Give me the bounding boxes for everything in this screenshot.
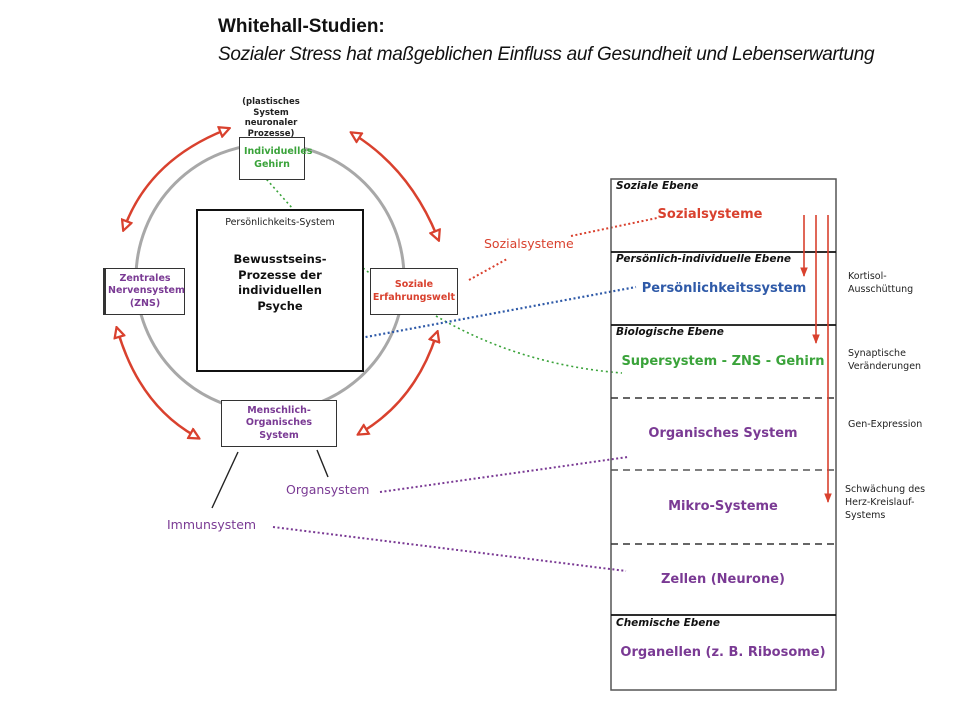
connector-sozialsysteme-level <box>570 217 658 237</box>
arrow-top-right <box>355 135 437 236</box>
effect-cardio: Schwächung des Herz-Kreislauf-Systems <box>845 484 926 521</box>
connector-social-sozialsysteme <box>468 258 508 281</box>
social-experience-label: Soziale Erfahrungswelt <box>372 279 456 303</box>
effect-gene-expression: Gen-Expression <box>848 419 923 430</box>
connector-brain-personality <box>259 171 294 210</box>
organsystem-label: Organsystem <box>286 482 370 497</box>
zns-box: Zentrales Nervensystem (ZNS) <box>103 268 185 315</box>
connector-psyche-personality <box>338 285 637 344</box>
immunsystem-label: Immunsystem <box>167 517 257 532</box>
page-subtitle: Sozialer Stress hat maßgeblichen Einflus… <box>218 44 875 65</box>
connector-personality-social <box>362 267 373 276</box>
consciousness-process-label: Bewusstseins-Prozesse der individuellen … <box>233 252 327 313</box>
effect-cortisol: Kortisol-Ausschüttung <box>848 271 914 295</box>
zns-label: Zentrales Nervensystem (ZNS) <box>108 272 185 309</box>
level-item-cells: Zellen (Neurone) <box>660 572 785 587</box>
arrow-bottom-left <box>118 332 195 436</box>
personality-system-title: Persönlichkeits-System <box>225 217 335 228</box>
human-organic-box: Menschlich-Organisches System <box>221 400 337 447</box>
sozialsysteme-label: Sozialsysteme <box>484 236 574 251</box>
arrow-bottom-right <box>362 336 436 432</box>
effect-synaptic: Synaptische Veränderungen <box>848 348 922 372</box>
level-item-organelles: Organellen (z. B. Ribosome) <box>620 645 826 660</box>
personality-system-box: Persönlichkeits-System Bewusstseins-Proz… <box>196 209 364 372</box>
level-item-personality: Persönlichkeitssystem <box>641 281 807 296</box>
level-item-micro: Mikro-Systeme <box>668 499 778 514</box>
levels-table <box>610 178 837 691</box>
level-item-organic: Organisches System <box>648 426 798 441</box>
level-item-zns: Supersystem - ZNS - Gehirn <box>621 354 825 369</box>
individual-brain-label: Individuelles Gehirn <box>244 146 313 170</box>
connector-organic-organ <box>316 449 329 478</box>
connector-immune-cells <box>272 526 627 572</box>
level-item-sozialsysteme: Sozialsysteme <box>657 207 763 222</box>
connector-social-zns <box>435 315 623 374</box>
level-heading-personal: Persönlich-individuelle Ebene <box>616 253 792 265</box>
human-organic-label: Menschlich-Organisches System <box>245 404 313 441</box>
individual-brain-box: Individuelles Gehirn <box>239 137 313 180</box>
level-heading-chemical: Chemische Ebene <box>616 617 720 629</box>
level-heading-social: Soziale Ebene <box>616 180 699 192</box>
level-heading-biological: Biologische Ebene <box>616 326 724 338</box>
social-experience-box: Soziale Erfahrungswelt <box>370 268 458 315</box>
connector-organic-immune <box>211 451 239 509</box>
arrow-top-left <box>125 130 225 226</box>
page-title: Whitehall-Studien: <box>218 16 385 37</box>
brain-note: (plastisches System neuronaler Prozesse) <box>242 97 300 139</box>
connector-organ-level <box>379 456 629 493</box>
